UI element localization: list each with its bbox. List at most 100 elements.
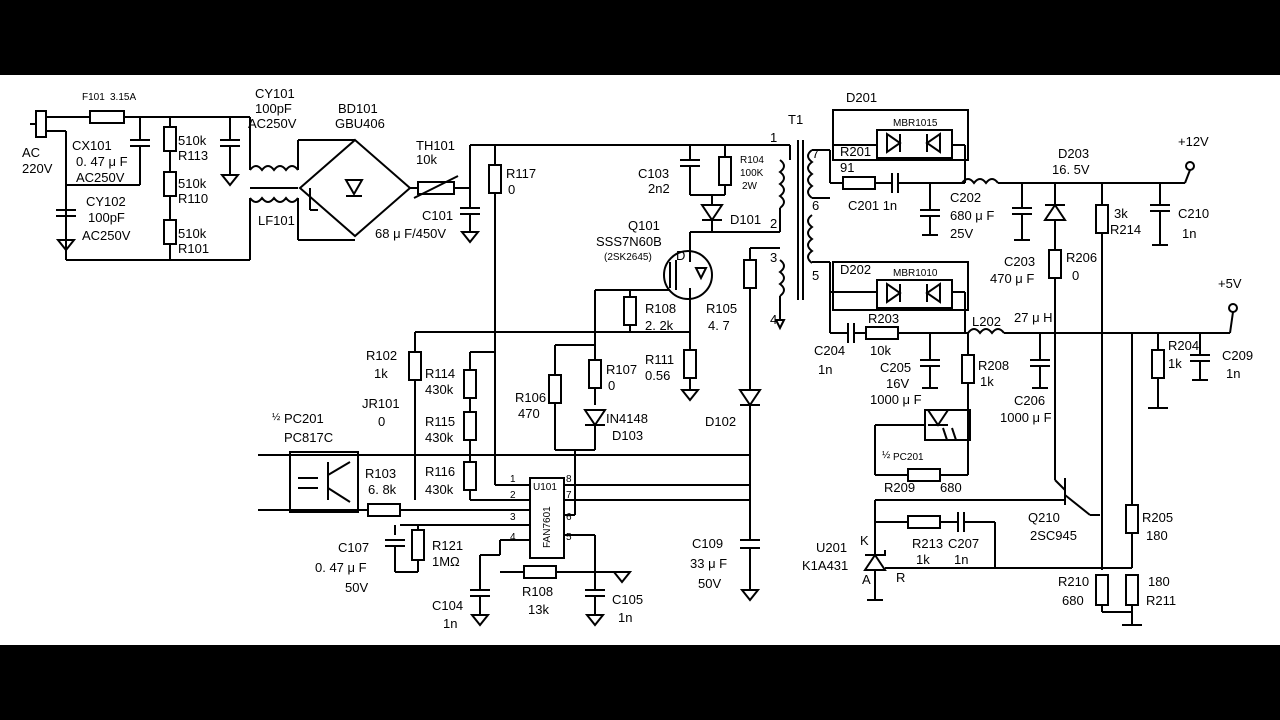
- label-r107: R107: [606, 362, 637, 377]
- label-cy101-value: 100pF: [255, 101, 292, 116]
- ac-plug: [35, 110, 47, 138]
- label-c205: C205: [880, 360, 911, 375]
- fuse-f101: [89, 110, 125, 124]
- label-r210-value: 680: [1062, 593, 1084, 608]
- label-r110-value: 510k: [178, 176, 207, 191]
- label-th101-value: 10k: [416, 152, 437, 167]
- label-tp5: 5: [812, 268, 819, 283]
- label-u201-r: R: [896, 570, 905, 585]
- label-cy102: CY102: [86, 194, 126, 209]
- label-d102: D102: [705, 414, 736, 429]
- label-r105: R105: [706, 301, 737, 316]
- label-cx101-rating: AC250V: [76, 170, 125, 185]
- label-r106: R106: [515, 390, 546, 405]
- label-r109: R108: [522, 584, 553, 599]
- label-r113-value: 510k: [178, 133, 207, 148]
- label-r211-value: 180: [1148, 574, 1170, 589]
- label-l202: L202: [972, 314, 1001, 329]
- label-d101: D101: [730, 212, 761, 227]
- schematic-sheet: [0, 75, 1280, 645]
- label-d203: D203: [1058, 146, 1089, 161]
- label-r111: R111: [645, 352, 674, 367]
- label-r204-value: 1k: [1168, 356, 1182, 371]
- label-jr101-value: 0: [378, 414, 385, 429]
- label-pc201b: PC201: [893, 452, 924, 463]
- label-q210-part: 2SC945: [1030, 528, 1077, 543]
- label-f101: F101: [82, 92, 105, 103]
- label-cy101: CY101: [255, 86, 295, 101]
- mosfet-q101: [663, 250, 713, 300]
- ac-input-section: [30, 110, 790, 261]
- label-tp6: 6: [812, 198, 819, 213]
- label-plus5v: +5V: [1218, 276, 1242, 291]
- label-c205-rating: 16V: [886, 376, 909, 391]
- label-r103-value: 6. 8k: [368, 482, 397, 497]
- plus5v-terminal: [1228, 303, 1238, 313]
- label-tp3: 3: [770, 250, 777, 265]
- label-r114: R114: [425, 366, 455, 381]
- label-r213: R213: [912, 536, 943, 551]
- label-r109-value: 13k: [528, 602, 549, 617]
- label-u101: U101: [533, 482, 557, 493]
- label-c107: C107: [338, 540, 369, 555]
- label-t1: T1: [788, 112, 803, 127]
- label-c209: C209: [1222, 348, 1253, 363]
- label-ac: AC: [22, 145, 40, 160]
- label-cy102-rating: AC250V: [82, 228, 131, 243]
- label-r205: R205: [1142, 510, 1173, 525]
- label-c104-value: 1n: [443, 616, 457, 631]
- label-cy101-rating: AC250V: [248, 116, 297, 131]
- label-c204-value: 1n: [818, 362, 832, 377]
- label-r201: R201: [840, 144, 871, 159]
- controller-u101: [529, 477, 565, 559]
- label-d-pin: D: [676, 248, 685, 263]
- label-q210: Q210: [1028, 510, 1060, 525]
- label-r115: R115: [425, 414, 455, 429]
- label-c206: C206: [1014, 393, 1045, 408]
- label-d103: D103: [612, 428, 643, 443]
- label-d203-voltage: 16. 5V: [1052, 162, 1090, 177]
- label-r211: R211: [1146, 593, 1176, 608]
- label-r116-value: 430k: [425, 482, 454, 497]
- label-u201-part: K1A431: [802, 558, 848, 573]
- label-ac-voltage: 220V: [22, 161, 53, 176]
- label-c209-value: 1n: [1226, 366, 1240, 381]
- label-r114-value: 430k: [425, 382, 454, 397]
- label-c206-value: 1000 μ F: [1000, 410, 1052, 425]
- label-c107-value: 0. 47 μ F: [315, 560, 367, 575]
- label-mbr1010: MBR1010: [893, 268, 938, 279]
- label-pin2: 2: [510, 490, 516, 501]
- label-r210: R210: [1058, 574, 1089, 589]
- label-r208-value: 1k: [980, 374, 994, 389]
- label-cx101: CX101: [72, 138, 112, 153]
- label-c203-value: 470 μ F: [990, 271, 1034, 286]
- label-c202-rating: 25V: [950, 226, 973, 241]
- label-r102-value: 1k: [374, 366, 388, 381]
- label-c203: C203: [1004, 254, 1035, 269]
- label-c210-value: 1n: [1182, 226, 1196, 241]
- label-c109-value: 33 μ F: [690, 556, 727, 571]
- label-f101-rating: 3.15A: [110, 92, 136, 103]
- label-r205-value: 180: [1146, 528, 1168, 543]
- label-tp2: 2: [770, 216, 777, 231]
- label-c109: C109: [692, 536, 723, 551]
- label-pin7: 7: [566, 490, 572, 501]
- label-q101-alt: (2SK2645): [604, 252, 652, 263]
- label-r203-value: 10k: [870, 343, 891, 358]
- label-r209: R209: [884, 480, 915, 495]
- label-r101: R101: [178, 241, 209, 256]
- label-q101-part: SSS7N60B: [596, 234, 662, 249]
- label-cy102-value: 100pF: [88, 210, 125, 225]
- label-c103-value: 2n2: [648, 181, 670, 196]
- label-c103: C103: [638, 166, 669, 181]
- label-c207-value: 1n: [954, 552, 968, 567]
- label-d103-part: IN4148: [606, 411, 648, 426]
- label-c202: C202: [950, 190, 981, 205]
- label-l202-value: 27 μ H: [1014, 310, 1053, 325]
- label-c201: C201 1n: [848, 198, 897, 213]
- label-lf101: LF101: [258, 213, 295, 228]
- label-c104: C104: [432, 598, 463, 613]
- label-r108-value: 2. 2k: [645, 318, 674, 333]
- label-r214-value: 3k: [1114, 206, 1128, 221]
- component-labels: AC 220V F101 3.15A CX101 0. 47 μ F AC250…: [22, 86, 1253, 631]
